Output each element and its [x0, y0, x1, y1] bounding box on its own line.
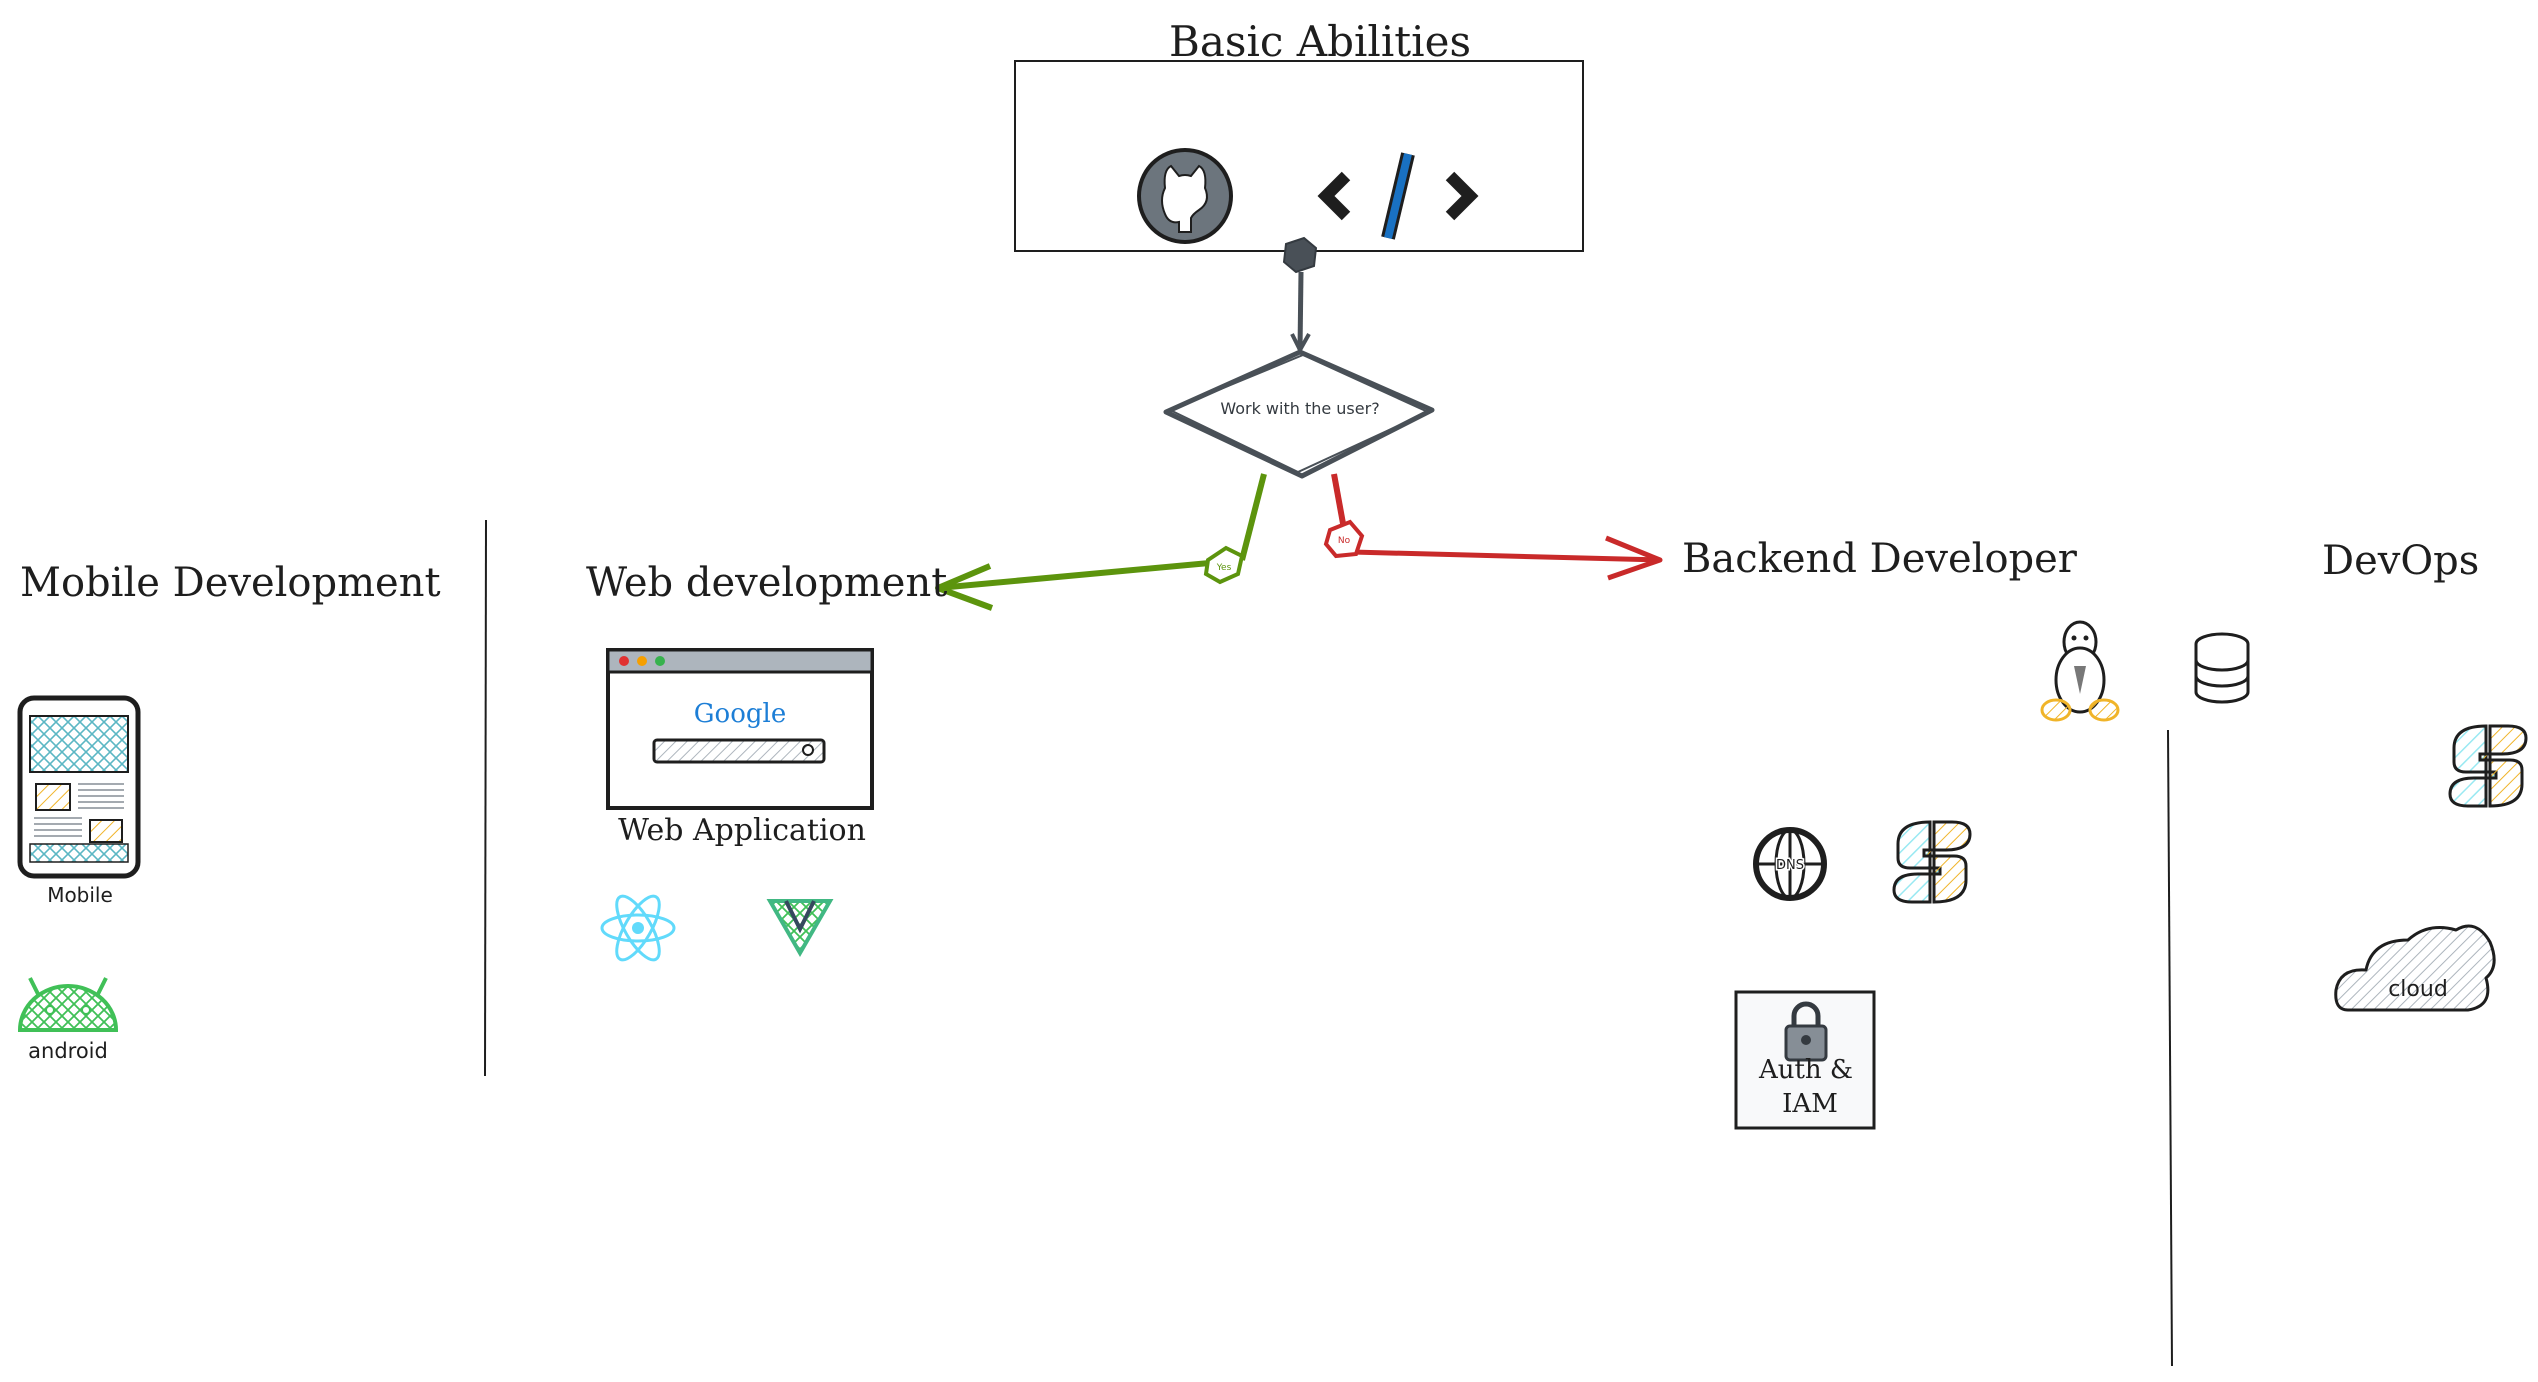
linux-icon[interactable]: [2040, 620, 2120, 722]
decision-label: Work with the user?: [1220, 399, 1379, 418]
backend-section: Backend Developer DNS: [1682, 536, 2250, 1130]
vue-icon[interactable]: [766, 899, 834, 958]
divider-mobile-web: [484, 519, 487, 1077]
web-section: Web development Google Web Application: [586, 560, 947, 965]
mobile-section: Mobile Development Mobile android: [17, 560, 441, 1063]
web-title: Web development: [586, 560, 947, 606]
web-app-caption: Web Application: [618, 813, 866, 848]
database-icon[interactable]: [2194, 632, 2250, 704]
basic-abilities-group: Basic Abilities: [1014, 17, 1584, 252]
python-icon-devops[interactable]: [2448, 724, 2528, 808]
cloud-label: cloud: [2388, 977, 2448, 1002]
backend-title: Backend Developer: [1682, 536, 2078, 582]
android-caption: android: [28, 1039, 108, 1063]
android-icon[interactable]: [17, 977, 119, 1032]
code-icon: [1317, 152, 1479, 240]
dns-globe-icon[interactable]: DNS: [1753, 827, 1827, 901]
search-icon: [802, 744, 814, 756]
github-icon: [1137, 148, 1233, 244]
python-icon-backend[interactable]: [1892, 820, 1972, 904]
cloud-icon[interactable]: cloud: [2334, 924, 2496, 1012]
yes-arrow[interactable]: Yes: [935, 473, 1267, 611]
mobile-phone-icon[interactable]: [17, 695, 141, 879]
react-icon[interactable]: [600, 890, 676, 965]
devops-title: DevOps: [2322, 538, 2479, 584]
no-label: No: [1338, 536, 1351, 546]
mobile-title: Mobile Development: [20, 560, 441, 606]
no-arrow[interactable]: No: [1323, 473, 1663, 581]
devops-section: DevOps cloud: [2322, 538, 2528, 1012]
search-bar[interactable]: [652, 738, 826, 764]
auth-box[interactable]: Auth & IAM: [1734, 990, 1876, 1130]
auth-label-1: Auth &: [1758, 1055, 1853, 1085]
browser-window[interactable]: Google: [606, 648, 874, 810]
google-logo: Google: [694, 699, 786, 729]
mobile-caption: Mobile: [47, 883, 113, 907]
divider-backend-devops: [2167, 729, 2173, 1367]
yes-label: Yes: [1216, 563, 1232, 573]
auth-label-2: IAM: [1782, 1089, 1838, 1119]
abilities-connector: [1282, 236, 1318, 351]
decision-node[interactable]: Work with the user?: [1163, 349, 1435, 479]
lock-icon: [1784, 1001, 1828, 1062]
basic-abilities-title: Basic Abilities: [1169, 17, 1471, 66]
dns-label: DNS: [1776, 858, 1804, 873]
basic-abilities-box[interactable]: [1014, 60, 1584, 252]
